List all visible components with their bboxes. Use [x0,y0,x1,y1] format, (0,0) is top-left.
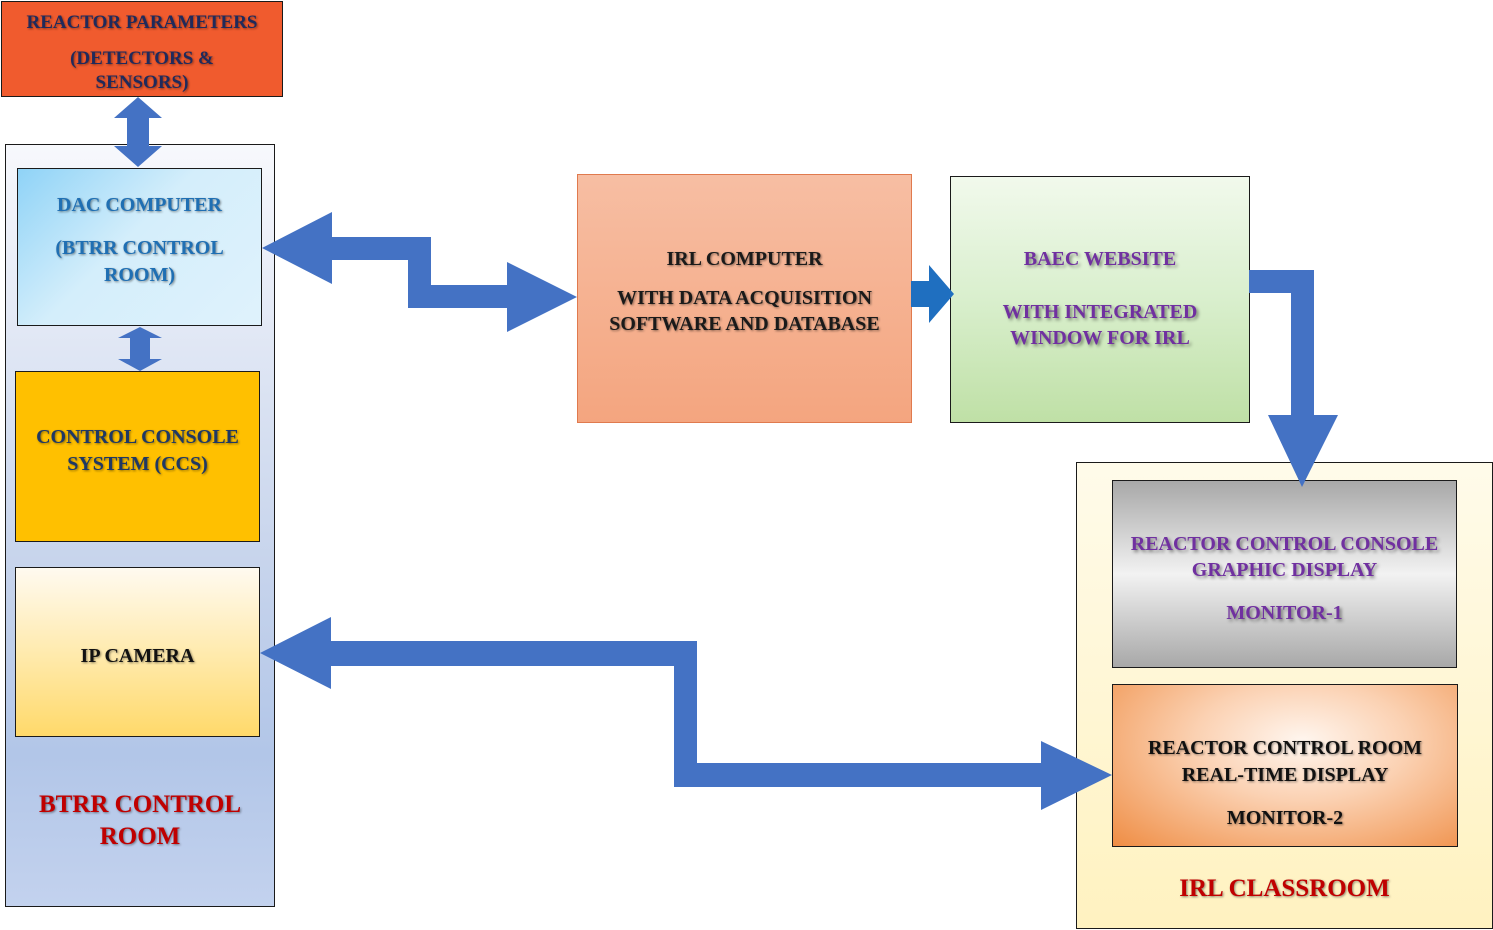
reactor-parameters-box: REACTOR PARAMETERS (DETECTORS & SENSORS) [1,1,283,97]
control-console-system-box: CONTROL CONSOLE SYSTEM (CCS) [15,371,260,542]
monitor-1-label: MONITOR-1 [1226,602,1343,624]
baec-website-subtitle-2: WINDOW FOR IRL [1010,327,1190,349]
ip-camera-box: IP CAMERA [15,567,260,737]
irl-computer-subtitle-2: SOFTWARE AND DATABASE [609,313,880,335]
monitor-1-title-2: GRAPHIC DISPLAY [1191,559,1378,581]
ccs-title-2: SYSTEM (CCS) [67,453,208,475]
baec-website-subtitle-1: WITH INTEGRATED [1002,301,1198,323]
dac-computer-subtitle-1: (BTRR CONTROL [55,237,224,259]
monitor-2-title-1: REACTOR CONTROL ROOM [1147,737,1423,759]
arrow-dac-irl-computer [262,212,577,332]
dac-computer-subtitle-2: ROOM) [103,264,176,286]
btrr-control-room-label-1: BTRR CONTROL [38,791,242,818]
monitor-1-box: REACTOR CONTROL CONSOLE GRAPHIC DISPLAY … [1112,480,1457,668]
ccs-title-1: CONTROL CONSOLE [36,426,239,448]
arrow-irl-computer-baec [911,265,954,323]
arrow-dac-ccs [118,327,162,371]
monitor-2-title-2: REAL-TIME DISPLAY [1181,764,1389,786]
irl-classroom-label: IRL CLASSROOM [1179,875,1390,902]
baec-website-title: BAEC WEBSITE [1023,248,1177,270]
reactor-parameters-subtitle-1: (DETECTORS & [70,48,214,69]
btrr-control-room-label-2: ROOM [99,823,181,850]
arrow-params-dac [114,97,162,167]
reactor-parameters-subtitle-2: SENSORS) [95,72,189,93]
irl-computer-subtitle-1: WITH DATA ACQUISITION [617,287,872,309]
ip-camera-label: IP CAMERA [80,645,195,667]
irl-computer-title: IRL COMPUTER [666,248,823,270]
baec-website-box: BAEC WEBSITE WITH INTEGRATED WINDOW FOR … [950,176,1250,423]
dac-computer-title: DAC COMPUTER [57,194,222,216]
irl-computer-box: IRL COMPUTER WITH DATA ACQUISITION SOFTW… [577,174,912,423]
monitor-1-title-1: REACTOR CONTROL CONSOLE [1130,533,1439,555]
dac-computer-box: DAC COMPUTER (BTRR CONTROL ROOM) [17,168,262,326]
monitor-2-label: MONITOR-2 [1226,807,1344,829]
arrow-ip-camera-monitor-2 [260,617,1112,810]
reactor-parameters-title: REACTOR PARAMETERS [26,12,258,33]
arrow-baec-monitor-1 [1249,270,1338,487]
monitor-2-box: REACTOR CONTROL ROOM REAL-TIME DISPLAY M… [1112,684,1458,847]
